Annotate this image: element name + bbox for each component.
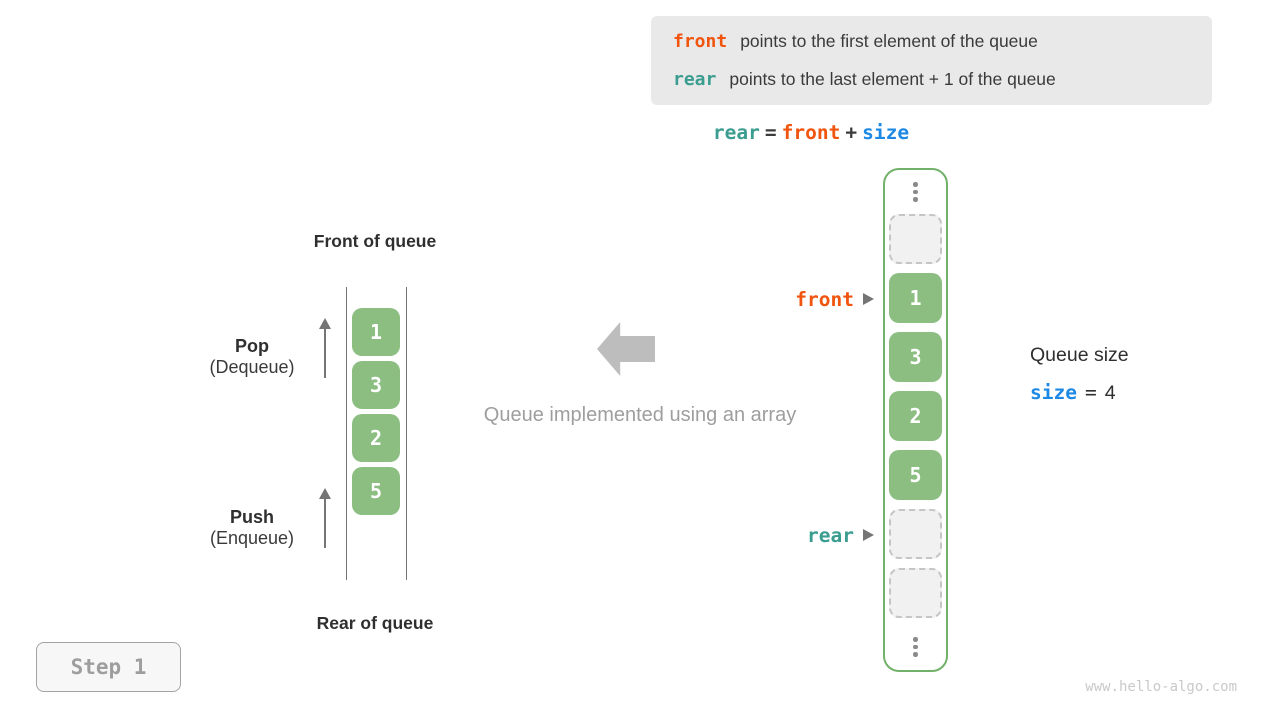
- front-keyword: front: [673, 31, 728, 52]
- array-cell: 3: [889, 332, 942, 382]
- pop-up-arrow-icon: [318, 318, 332, 378]
- front-of-queue-label: Front of queue: [313, 231, 437, 251]
- formula-plus: +: [845, 121, 858, 144]
- queue-size-value: size = 4: [1030, 381, 1116, 405]
- ellipsis-bottom-icon: [883, 637, 948, 657]
- formula-rear: rear: [712, 121, 760, 144]
- array-caption: Queue implemented using an array: [483, 404, 797, 426]
- rear-pointer-label: rear: [807, 523, 854, 547]
- left-block-arrow-icon: [597, 322, 655, 376]
- queue-cell: 5: [352, 467, 400, 515]
- pointer-arrow-icon: [863, 293, 874, 305]
- queue-cell: 3: [352, 361, 400, 409]
- pop-subtitle: (Dequeue): [209, 357, 295, 377]
- formula-equals: =: [764, 121, 777, 144]
- front-description: points to the first element of the queue: [740, 31, 1038, 51]
- legend-box: front points to the first element of the…: [651, 16, 1212, 105]
- legend-line-rear: rear points to the last element + 1 of t…: [673, 62, 1190, 97]
- queue-cell: 1: [352, 308, 400, 356]
- push-title: Push: [229, 507, 274, 527]
- front-pointer-label: front: [795, 287, 854, 311]
- queue-size-title: Queue size: [1030, 344, 1129, 366]
- push-label: Push (Enqueue): [177, 507, 327, 549]
- array-cell-empty: [889, 568, 942, 618]
- pop-title: Pop: [235, 336, 269, 356]
- formula-front: front: [781, 121, 841, 144]
- queue-cell: 2: [352, 414, 400, 462]
- queue-channel: [346, 287, 407, 580]
- step-badge: Step 1: [36, 642, 181, 692]
- size-number: 4: [1104, 382, 1116, 404]
- size-keyword: size: [1030, 381, 1077, 404]
- rear-pointer: rear: [690, 520, 874, 550]
- array-cell-empty: [889, 214, 942, 264]
- push-up-arrow-icon: [318, 488, 332, 548]
- array-cell: 1: [889, 273, 942, 323]
- array-cell: 5: [889, 450, 942, 500]
- formula: rear=front+size: [650, 121, 972, 144]
- rear-keyword: rear: [673, 69, 717, 90]
- watermark: www.hello-algo.com: [1085, 679, 1237, 695]
- array-cell: 2: [889, 391, 942, 441]
- pointer-arrow-icon: [863, 529, 874, 541]
- formula-size: size: [862, 121, 910, 144]
- ellipsis-top-icon: [883, 182, 948, 202]
- pop-label: Pop (Dequeue): [177, 336, 327, 378]
- size-equals: =: [1084, 381, 1097, 404]
- push-subtitle: (Enqueue): [209, 528, 295, 548]
- array-cell-empty: [889, 509, 942, 559]
- rear-of-queue-label: Rear of queue: [316, 613, 434, 633]
- rear-description: points to the last element + 1 of the qu…: [729, 69, 1056, 89]
- legend-line-front: front points to the first element of the…: [673, 24, 1190, 59]
- front-pointer: front: [690, 284, 874, 314]
